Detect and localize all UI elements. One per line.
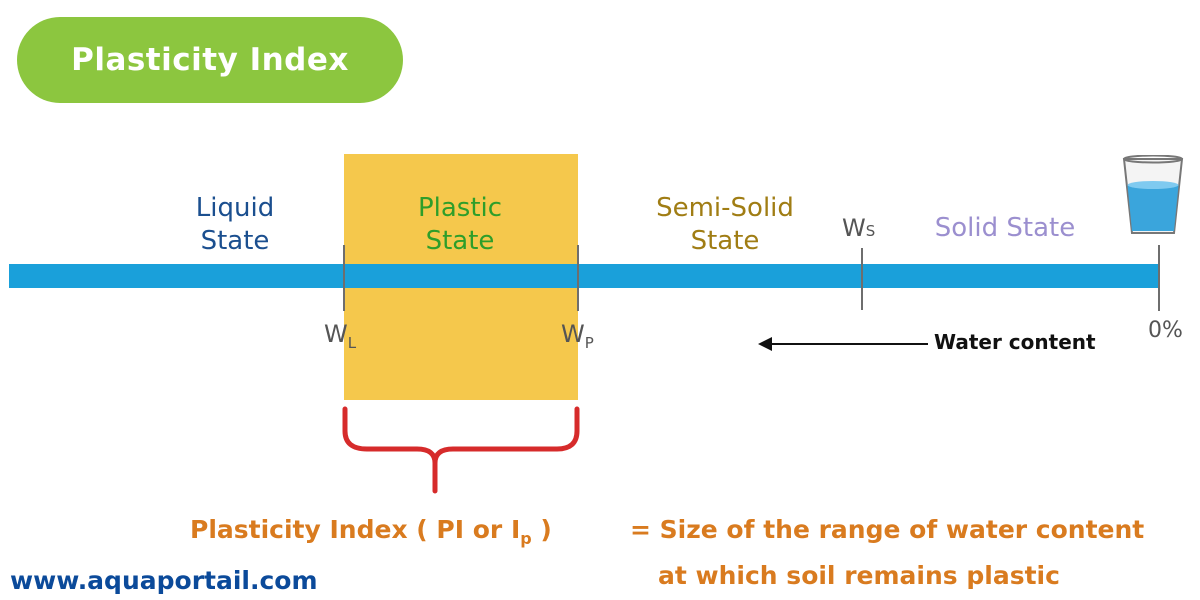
wp-label-sub: P (584, 334, 594, 352)
ws-tick (861, 248, 863, 310)
zero-tick (1158, 245, 1160, 311)
water-content-label: Water content (934, 330, 1096, 354)
formula-left-suffix: ) (531, 515, 552, 544)
wl-label-sub: L (347, 334, 357, 352)
semi-solid-state-label: Semi-Solid State (625, 192, 825, 258)
wl-label: WL (324, 320, 356, 352)
wp-label-main: W (561, 320, 585, 348)
page-title: Plasticity Index (71, 42, 349, 78)
curly-brace-icon (342, 406, 580, 494)
liquid-state-line1: Liquid (195, 193, 275, 223)
semi-solid-state-line2: State (690, 226, 760, 256)
arrow-left-icon-line (768, 343, 928, 345)
water-glass-icon (1122, 155, 1184, 234)
solid-state-label: Solid State (934, 213, 1076, 243)
ws-label-main: W (842, 214, 866, 242)
liquid-state-line2: State (200, 226, 270, 256)
plastic-state-label: Plastic State (395, 192, 525, 258)
water-content-bar (9, 264, 1160, 288)
watermark-url: www.aquaportail.com (10, 566, 318, 595)
title-badge: Plasticity Index (17, 17, 403, 103)
wp-tick (577, 245, 579, 311)
zero-percent-label: 0% (1148, 318, 1183, 343)
wl-tick (343, 245, 345, 311)
plastic-state-line1: Plastic (417, 193, 503, 223)
formula-definition-line1: = Size of the range of water content (630, 515, 1145, 544)
semi-solid-state-line1: Semi-Solid (656, 193, 794, 223)
ws-label-sub: S (865, 222, 876, 240)
liquid-state-label: Liquid State (170, 192, 300, 258)
ws-label: WS (842, 214, 875, 242)
formula-definition-term: Plasticity Index ( PI or Ip ) (190, 515, 552, 548)
plastic-state-line2: State (425, 226, 495, 256)
wl-label-main: W (324, 320, 348, 348)
formula-definition-line2: at which soil remains plastic (658, 561, 1060, 590)
arrow-left-icon (758, 337, 772, 351)
formula-left-sub: p (520, 529, 532, 548)
formula-left-prefix: Plasticity Index ( PI or I (190, 515, 521, 544)
wp-label: WP (561, 320, 594, 352)
